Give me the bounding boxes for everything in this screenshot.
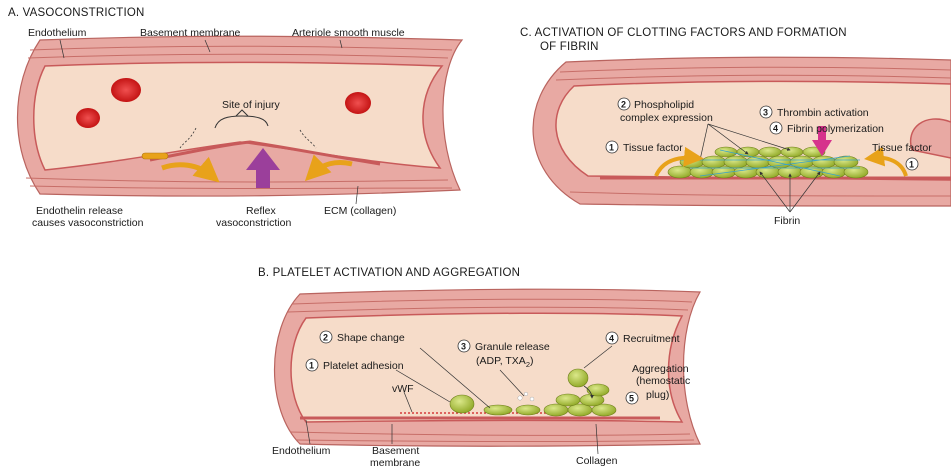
collagen-label: Collagen [576,455,618,467]
panel-a-title: A. VASOCONSTRICTION [8,7,145,19]
panel-c: C. ACTIVATION OF CLOTTING FACTORS AND FO… [520,27,951,227]
basement-label-1: Basement [372,445,419,457]
aggregation-label-1: Aggregation [632,363,689,375]
fibrin-label: Fibrin [774,215,800,227]
panel-c-title-1: C. ACTIVATION OF CLOTTING FACTORS AND FO… [520,27,847,39]
smooth-muscle-label: Arteriole smooth muscle [292,27,405,39]
recruitment-label: Recruitment [623,333,680,345]
panel-b: B. PLATELET ACTIVATION AND AGGREGATION [258,267,700,469]
platelet-adhesion-label: Platelet adhesion [323,360,404,372]
step-4-number-b: 4 [609,334,614,344]
site-of-injury-label: Site of injury [222,99,281,111]
step-1-number-c-left: 1 [609,143,614,153]
panel-a: A. VASOCONSTRICTION Site of injury Endot… [8,7,462,229]
step-1-number-c-right: 1 [909,160,914,170]
step-3-number-c: 3 [763,108,768,118]
step-4-number-c: 4 [773,124,778,134]
red-blood-cell [345,92,371,114]
tissue-factor-left-label: Tissue factor [623,142,683,154]
thrombin-label: Thrombin activation [777,107,869,119]
panel-b-title: B. PLATELET ACTIVATION AND AGGREGATION [258,267,520,279]
tissue-factor-right-label: Tissue factor [872,142,932,154]
endothelium-label: Endothelium [28,27,87,39]
ecm-label: ECM (collagen) [324,205,396,217]
red-blood-cell [76,108,100,128]
step-5-number-b: 5 [629,394,634,404]
red-blood-cell [111,78,141,102]
basement-label-2: membrane [370,457,420,469]
aggregation-label-2: (hemostatic [636,375,690,387]
endothelium-b-label: Endothelium [272,445,331,457]
step-2-number-c: 2 [621,100,626,110]
granule-release-label: Granule release [475,341,550,353]
fibrin-polymerization-label: Fibrin polymerization [787,123,884,135]
endothelin-label-2: causes vasoconstriction [32,217,144,229]
vwf-label: vWF [392,383,414,395]
panel-c-title-2: OF FIBRIN [540,41,599,53]
aggregation-label-3: plug) [646,389,669,401]
phospholipid-label-2: complex expression [620,112,713,124]
step-2-number-b: 2 [323,333,328,343]
step-1-number-b: 1 [309,361,314,371]
reflex-label-1: Reflex [246,205,277,217]
phospholipid-label-1: Phospholipid [634,99,694,111]
reflex-label-2: vasoconstriction [216,217,291,229]
granule-release-detail: (ADP, TXA2) [476,355,533,369]
basement-membrane-label: Basement membrane [140,27,241,39]
shape-change-label: Shape change [337,332,405,344]
step-3-number-b: 3 [461,342,466,352]
endothelin-label-1: Endothelin release [36,205,123,217]
